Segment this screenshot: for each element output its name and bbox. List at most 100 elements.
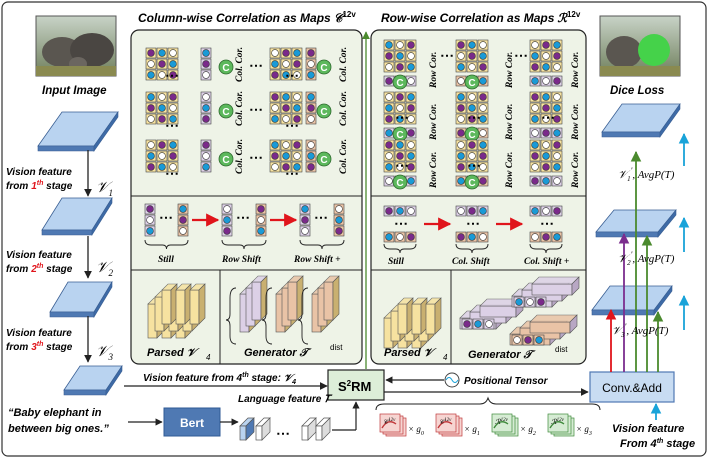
grid-dot bbox=[457, 104, 465, 112]
map-symbol: ℛ12v bbox=[495, 418, 509, 426]
correlation-badge-icon bbox=[218, 59, 234, 75]
row-map-vector-c bbox=[529, 127, 563, 139]
map-symbol: ℛ12v bbox=[551, 418, 565, 426]
grid-dot bbox=[553, 207, 561, 215]
correlation-badge-letter: C bbox=[222, 107, 229, 118]
col-vertical-dots: ⋯ bbox=[165, 67, 179, 83]
row-shift1-label: Col. Shift bbox=[452, 257, 490, 267]
grid-dot bbox=[479, 129, 487, 137]
row-generator-dots bbox=[461, 318, 495, 330]
row-cor-label-a: Row Cor. bbox=[429, 152, 439, 189]
grid-dot bbox=[407, 141, 415, 149]
map-layer bbox=[547, 413, 569, 433]
bert-label: Bert bbox=[180, 416, 204, 430]
col-cor-label-b: Col. Cor. bbox=[339, 91, 349, 126]
grid-dot bbox=[282, 104, 290, 112]
grid-dot bbox=[396, 41, 404, 49]
grid-dot bbox=[307, 163, 315, 171]
grid-dot bbox=[531, 177, 539, 185]
bar-front bbox=[411, 303, 422, 335]
feature-side bbox=[93, 111, 119, 152]
map-stroke bbox=[549, 421, 565, 429]
token-front bbox=[239, 425, 247, 441]
output-photo bbox=[599, 15, 681, 77]
grid-dot bbox=[385, 104, 393, 112]
grid-dot bbox=[513, 336, 521, 344]
row-parsed-bar bbox=[411, 297, 428, 335]
grid-dot bbox=[282, 163, 290, 171]
grid-dot bbox=[169, 71, 177, 79]
col-parsed-sub: 4 bbox=[206, 353, 211, 362]
vf-label-line2: From 4th stage bbox=[620, 438, 695, 450]
grid-dot bbox=[257, 216, 265, 224]
col-still-dots: ⋯ bbox=[159, 209, 173, 225]
row-horizontal-dots: ⋯ bbox=[440, 47, 454, 63]
weighted-map-1: 𝒞12v× g1 bbox=[435, 413, 480, 437]
row-cor-label-b: Row Cor. bbox=[505, 52, 515, 89]
col-cor-label-b: Col. Cor. bbox=[339, 47, 349, 82]
map-weight: × g3 bbox=[576, 424, 592, 437]
map-layer bbox=[491, 413, 513, 433]
conv-add-box bbox=[589, 371, 675, 403]
feature-side bbox=[93, 280, 113, 319]
grid-dot bbox=[457, 129, 465, 137]
row-map-grid-a bbox=[383, 39, 417, 73]
hbar-side bbox=[571, 276, 580, 296]
grid-dot bbox=[531, 41, 539, 49]
col-map-grid-a bbox=[145, 47, 179, 81]
bar-front bbox=[425, 303, 436, 335]
grid-dot bbox=[307, 60, 315, 68]
grid-dot bbox=[158, 49, 166, 57]
feature-edge bbox=[63, 389, 107, 396]
grid-dot bbox=[531, 93, 539, 101]
grid-dot bbox=[385, 129, 393, 137]
grid-dot bbox=[553, 93, 561, 101]
grid-dot bbox=[468, 163, 476, 171]
grid-dot bbox=[479, 163, 487, 171]
feature-side bbox=[91, 196, 113, 237]
grid-dot bbox=[169, 152, 177, 160]
grid-dot bbox=[202, 104, 210, 112]
grid-dot bbox=[542, 152, 550, 160]
row-map-grid-b bbox=[455, 139, 489, 173]
grid-dot bbox=[468, 207, 476, 215]
col-generator-bar bbox=[287, 275, 304, 321]
col-shift-brace bbox=[221, 239, 267, 250]
grid-dot bbox=[407, 207, 415, 215]
grid-dot bbox=[158, 141, 166, 149]
row-parsed-label: Parsed 𝒱 bbox=[384, 347, 437, 359]
grid-dot bbox=[147, 49, 155, 57]
grid-dot bbox=[147, 60, 155, 68]
grid-dot bbox=[158, 115, 166, 123]
grid-dot bbox=[531, 115, 539, 123]
grid-dot bbox=[307, 141, 315, 149]
grid-dot bbox=[282, 115, 290, 123]
grid-dot bbox=[179, 227, 187, 235]
grid-dot bbox=[158, 71, 166, 79]
row-cor-label-c: Row Cor. bbox=[571, 52, 581, 89]
stage1-feature-map bbox=[37, 111, 119, 152]
bar-front bbox=[397, 303, 408, 335]
grid-dot bbox=[147, 115, 155, 123]
grid-dot bbox=[468, 52, 476, 60]
col-map-grid-a bbox=[145, 91, 179, 125]
grid-dot bbox=[553, 63, 561, 71]
correlation-badge-icon bbox=[464, 174, 480, 190]
grid-dot bbox=[542, 129, 550, 137]
grid-dot bbox=[202, 60, 210, 68]
correlation-badge-icon bbox=[392, 174, 408, 190]
grid-dot bbox=[479, 104, 487, 112]
grid-dot bbox=[396, 93, 404, 101]
grid-dot bbox=[553, 52, 561, 60]
token-side bbox=[261, 417, 271, 441]
grid-dot bbox=[385, 207, 393, 215]
dice-loss-label: Dice Loss bbox=[610, 85, 664, 97]
grid-dot bbox=[515, 298, 523, 306]
grid-dot bbox=[335, 216, 343, 224]
grid-dot bbox=[271, 93, 279, 101]
hbar-top bbox=[531, 276, 580, 285]
bar-front bbox=[251, 281, 262, 321]
